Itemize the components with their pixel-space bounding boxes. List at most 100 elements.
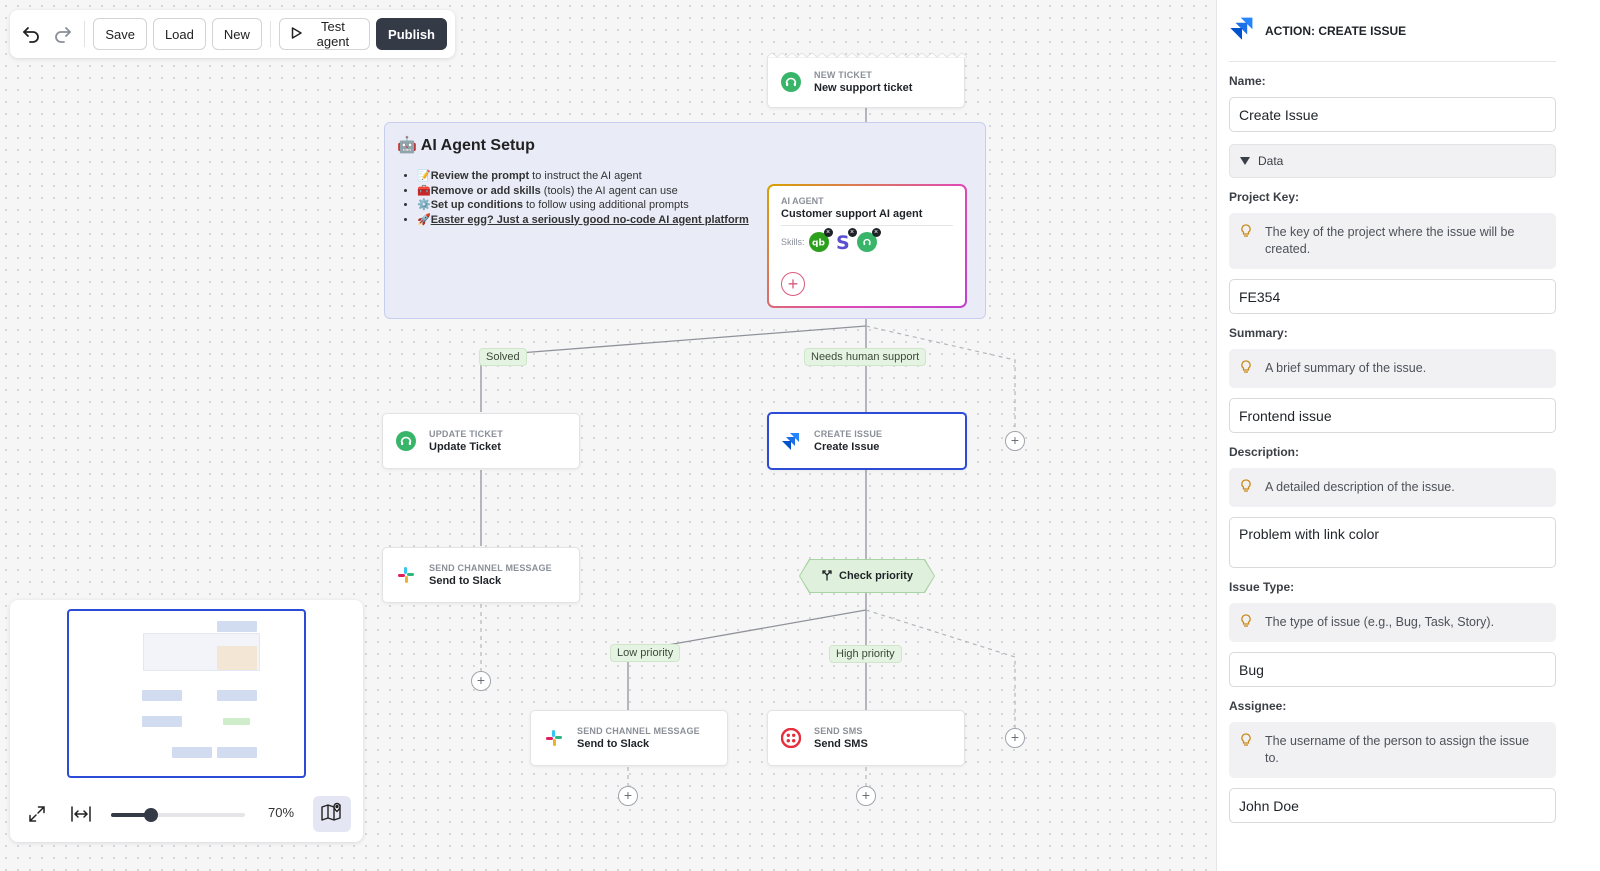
new-button[interactable]: New: [211, 18, 262, 50]
workflow-edges: [480, 108, 1016, 786]
instruction-bold: Review the prompt: [430, 170, 530, 182]
minimap-panel: 70%: [10, 600, 363, 842]
field-hint-text: The username of the person to assign the…: [1265, 734, 1530, 765]
zoom-slider-handle[interactable]: [144, 808, 159, 822]
stripe-skill-icon[interactable]: S ×: [833, 228, 857, 252]
data-section-toggle[interactable]: Data: [1229, 144, 1556, 178]
toolbar-divider: [269, 21, 271, 47]
list-item: 🧰Remove or add skills (tools) the AI age…: [417, 184, 749, 199]
minimap-node: [217, 690, 257, 701]
add-step-button[interactable]: +: [856, 786, 876, 806]
field-hint-text: The key of the project where the issue w…: [1265, 225, 1515, 256]
field-label: Issue Type:: [1229, 580, 1295, 594]
summary-field[interactable]: Frontend issue: [1229, 398, 1556, 433]
fit-width-icon[interactable]: [64, 797, 98, 831]
add-condition-icon[interactable]: +: [781, 272, 805, 296]
minimap-view[interactable]: [10, 600, 363, 790]
edge-solved: [480, 325, 867, 357]
node-update-ticket[interactable]: Update ticket Update Ticket: [382, 413, 580, 469]
field-summary: Summary: A brief summary of the issue. F…: [1229, 326, 1556, 433]
undo-icon[interactable]: [18, 19, 44, 49]
field-hint: The type of issue (e.g., Bug, Task, Stor…: [1229, 603, 1556, 642]
slack-icon: [395, 564, 417, 586]
quickbooks-skill-icon[interactable]: qb ×: [808, 228, 833, 252]
zoom-slider-fill: [111, 813, 152, 817]
rocket-icon: 🚀: [417, 213, 431, 226]
gear-icon: ⚙️: [417, 199, 431, 211]
minimap-node: [172, 747, 212, 758]
remove-skill-icon[interactable]: ×: [871, 228, 881, 237]
group-title: 🤖 AI Agent Setup: [397, 135, 535, 155]
remove-skill-icon[interactable]: ×: [847, 228, 857, 237]
node-title: Update Ticket: [429, 441, 501, 453]
node-title: Send SMS: [814, 738, 868, 750]
publish-button[interactable]: Publish: [376, 18, 447, 50]
edge-agent-extra: [865, 325, 1016, 431]
minimap-node: [142, 690, 182, 701]
skills-label: Skills:: [781, 237, 805, 247]
node-send-to-slack[interactable]: Send channel message Send to Slack: [382, 547, 580, 603]
zoom-level: 70%: [268, 805, 295, 820]
assignee-field[interactable]: John Doe: [1229, 788, 1556, 823]
freshdesk-icon: [395, 430, 417, 452]
edge-label-low-priority[interactable]: Low priority: [610, 644, 681, 662]
twilio-icon: [780, 727, 802, 749]
remove-skill-icon[interactable]: ×: [823, 228, 833, 237]
node-kind: Send channel message: [429, 563, 552, 573]
memo-icon: 📝: [417, 170, 431, 182]
branch-icon: [821, 569, 833, 584]
node-send-sms[interactable]: Send SMS Send SMS: [767, 710, 965, 766]
edge-label-needs-human[interactable]: Needs human support: [804, 348, 927, 366]
minimap-node: [142, 716, 182, 727]
field-hint-text: The type of issue (e.g., Bug, Task, Stor…: [1265, 615, 1495, 629]
redo-icon[interactable]: [50, 19, 76, 49]
field-hint: A detailed description of the issue.: [1229, 468, 1556, 507]
add-step-button[interactable]: +: [471, 671, 491, 691]
node-ai-agent[interactable]: AI AGENT Customer support AI agent Skill…: [767, 184, 967, 308]
node-check-priority[interactable]: Check priority: [800, 560, 934, 592]
field-hint: The username of the person to assign the…: [1229, 722, 1556, 778]
description-field[interactable]: Problem with link color: [1229, 517, 1556, 568]
workflow-canvas[interactable]: Save Load New Test agent Publish 🤖 AI Ag…: [0, 0, 1216, 871]
minimap-viewport[interactable]: [67, 609, 306, 778]
skills-row: Skills: qb × S × ×: [781, 228, 953, 252]
load-button[interactable]: Load: [152, 18, 206, 50]
easter-egg-link[interactable]: Easter egg? Just a seriously good no-cod…: [430, 213, 749, 226]
add-branch-button[interactable]: +: [1005, 728, 1025, 748]
test-agent-button[interactable]: Test agent: [278, 18, 371, 50]
edge-label-solved[interactable]: Solved: [479, 348, 527, 366]
freshdesk-skill-icon[interactable]: ×: [856, 228, 881, 252]
node-title: Send to Slack: [577, 738, 650, 750]
node-send-to-slack-2[interactable]: Send channel message Send to Slack: [530, 710, 728, 766]
node-title: Create Issue: [814, 441, 880, 453]
lightbulb-icon: [1240, 733, 1252, 752]
issue-type-field[interactable]: Bug: [1229, 652, 1556, 687]
edge-label-high-priority[interactable]: High priority: [829, 645, 902, 663]
node-kind: AI AGENT: [781, 196, 824, 206]
toggle-minimap-button[interactable]: [313, 796, 351, 832]
field-description: Description: A detailed description of t…: [1229, 445, 1556, 568]
minimap-node: [217, 646, 257, 670]
panel-header: ACTION: CREATE ISSUE: [1229, 0, 1556, 62]
project-key-field[interactable]: FE354: [1229, 279, 1556, 314]
lightbulb-icon: [1240, 614, 1252, 633]
field-hint-text: A brief summary of the issue.: [1265, 361, 1427, 375]
minimap-node: [217, 621, 257, 632]
toolbox-icon: 🧰: [417, 184, 431, 197]
field-hint: A brief summary of the issue.: [1229, 349, 1556, 388]
play-icon: [291, 26, 302, 42]
add-branch-button[interactable]: +: [1005, 431, 1025, 451]
node-create-issue[interactable]: Create issue Create Issue: [767, 412, 967, 470]
zoom-slider[interactable]: [111, 808, 245, 822]
node-new-ticket[interactable]: New ticket New support ticket: [767, 52, 967, 108]
robot-icon: 🤖: [397, 137, 417, 154]
group-title-text: AI Agent Setup: [420, 137, 535, 154]
field-label: Description:: [1229, 445, 1300, 459]
field-issue-type: Issue Type: The type of issue (e.g., Bug…: [1229, 580, 1556, 687]
save-button[interactable]: Save: [93, 18, 147, 50]
field-project-key: Project Key: The key of the project wher…: [1229, 190, 1556, 314]
name-field[interactable]: Create Issue: [1229, 97, 1556, 132]
expand-icon[interactable]: [20, 797, 54, 831]
minimap-node: [223, 718, 250, 725]
add-step-button[interactable]: +: [618, 786, 638, 806]
